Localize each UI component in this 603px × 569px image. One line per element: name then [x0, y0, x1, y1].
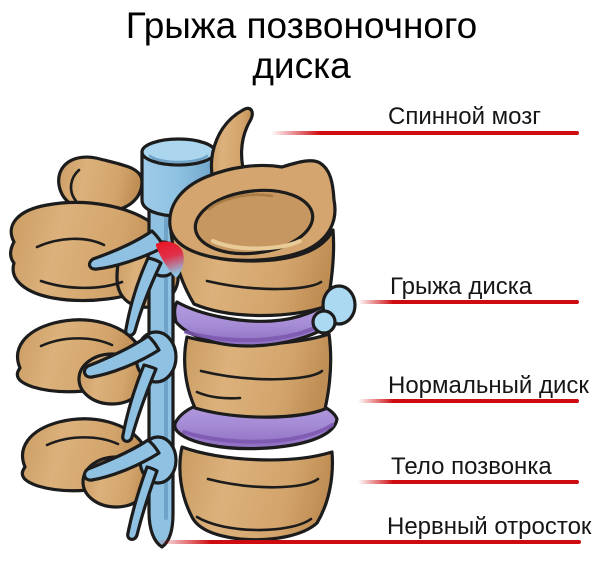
pointer-line-spinal-cord: [271, 131, 579, 135]
label-normal-disc: Нормальный диск: [388, 372, 589, 399]
pointer-line-normal-disc: [358, 399, 579, 403]
title-line-1: Грыжа позвоночного: [125, 5, 478, 46]
pointer-line-nerve-process: [156, 540, 581, 544]
nerve-root-lower: [82, 435, 178, 541]
label-nerve-process: Нервный отросток: [387, 513, 592, 540]
hernia-bulge: [311, 284, 357, 335]
label-spinal-cord: Спинной мозг: [388, 103, 541, 130]
vertebra-top: [168, 159, 337, 318]
nerve-root-upper: [87, 229, 184, 337]
pointer-line-vertebral-body: [358, 480, 579, 484]
vertebra-bottom: [178, 445, 335, 542]
diagram-title: Грыжа позвоночного диска: [0, 6, 603, 86]
label-vertebral-body: Тело позвонка: [391, 453, 552, 480]
pointer-line-disc-hernia: [358, 300, 579, 304]
label-disc-hernia: Грыжа диска: [390, 273, 533, 300]
nerve-root-middle: [82, 330, 178, 443]
pinched-nerve-highlight: [156, 241, 184, 278]
title-line-2: диска: [252, 45, 351, 86]
nerve-roots: [82, 229, 184, 541]
